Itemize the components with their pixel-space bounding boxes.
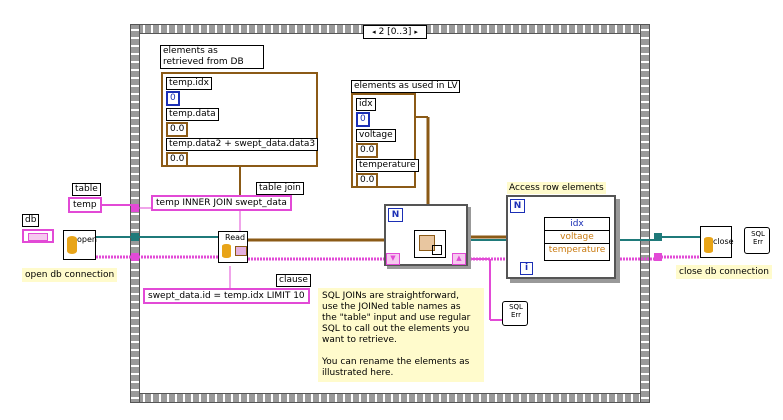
open-db-vi[interactable]: open (63, 230, 97, 260)
shift-register-right-icon: ▲ (452, 253, 466, 265)
sql-err-label-final: SQL Err (751, 230, 765, 246)
database-icon (704, 237, 713, 253)
read-vi-label: Read (225, 233, 246, 242)
access-count-terminal: N (510, 199, 525, 213)
tunnel-refnum-out (654, 233, 662, 241)
tunnel-error-out (654, 253, 662, 261)
table-join-input[interactable]: temp INNER JOIN swept_data (151, 195, 292, 211)
db-read-vi[interactable]: Read (218, 231, 248, 263)
tunnel-refnum-in (131, 233, 139, 241)
access-item-temperature: temperature (548, 245, 606, 255)
prev-frame-icon[interactable]: ◂ (372, 28, 376, 36)
db-refnum-terminal[interactable] (22, 229, 54, 243)
sql-error-vi[interactable]: SQL Err (502, 301, 528, 326)
sequence-right-border (640, 24, 650, 403)
db-label: db (22, 214, 40, 227)
access-index-terminal: i (520, 262, 533, 275)
used-cluster-label: elements as used in LV (351, 80, 461, 93)
sequence-selector[interactable]: ◂ 2 [0..3] ▸ (363, 25, 427, 39)
open-db-caption: open db connection (22, 268, 118, 282)
sql-err-label: SQL Err (509, 303, 523, 319)
retrieved-field-1-value[interactable]: 0.0 (166, 122, 189, 137)
used-field-2-value[interactable]: 0.0 (356, 173, 379, 188)
table-input[interactable]: temp (68, 197, 102, 213)
retrieved-field-2-name: temp.data2 + swept_data.data3 (166, 138, 319, 151)
table-icon (235, 246, 247, 256)
access-item-voltage: voltage (545, 231, 609, 244)
next-frame-icon[interactable]: ▸ (414, 28, 418, 36)
open-vi-label: open (77, 235, 97, 244)
close-db-vi[interactable]: close (700, 226, 734, 258)
tunnel-string-in (131, 204, 139, 212)
retrieved-field-2-value[interactable]: 0.0 (166, 152, 189, 167)
unbundle-node[interactable] (414, 230, 446, 258)
database-icon (67, 236, 77, 254)
used-field-2-name: temperature (356, 159, 419, 172)
sequence-left-border (130, 24, 140, 403)
used-field-0-value[interactable]: 0 (356, 112, 370, 127)
sequence-frame-label: 2 [0..3] (378, 27, 412, 37)
shift-register-left-icon: ▼ (386, 253, 400, 265)
retrieved-field-1-name: temp.data (166, 108, 219, 121)
used-field-1-value[interactable]: 0.0 (356, 143, 379, 158)
cluster-icon (419, 235, 435, 251)
close-db-caption: close db connection (676, 265, 772, 279)
for-loop[interactable]: N ▼ ▲ (384, 204, 468, 266)
access-loop[interactable]: N i idx voltage temperature (506, 195, 616, 279)
access-row-caption: Access row elements (507, 182, 606, 194)
used-cluster[interactable]: idx 0 voltage 0.0 temperature 0.0 (351, 93, 419, 188)
unbundle-by-name[interactable]: idx voltage temperature (544, 217, 610, 261)
table-label: table (72, 183, 101, 196)
tunnel-error-in (131, 253, 139, 261)
close-vi-label: close (713, 237, 734, 246)
database-icon (222, 244, 231, 258)
retrieved-cluster[interactable]: temp.idx 0 temp.data 0.0 temp.data2 + sw… (161, 72, 319, 167)
used-field-1-name: voltage (356, 129, 396, 142)
retrieved-field-0-value[interactable]: 0 (166, 91, 180, 106)
retrieved-field-0-name: temp.idx (166, 77, 212, 90)
clause-label: clause (276, 274, 311, 287)
loop-count-terminal: N (388, 208, 403, 222)
sql-join-note: SQL JOINs are straightforward, use the J… (318, 288, 484, 382)
access-item-idx: idx (545, 218, 609, 231)
used-field-0-name: idx (356, 98, 376, 111)
retrieved-cluster-label: elements as retrieved from DB (160, 45, 264, 69)
clause-input[interactable]: swept_data.id = temp.idx LIMIT 10 (143, 288, 310, 304)
sql-error-vi-final[interactable]: SQL Err (744, 227, 770, 254)
table-join-label: table join (256, 182, 304, 195)
lock-icon (432, 245, 442, 255)
